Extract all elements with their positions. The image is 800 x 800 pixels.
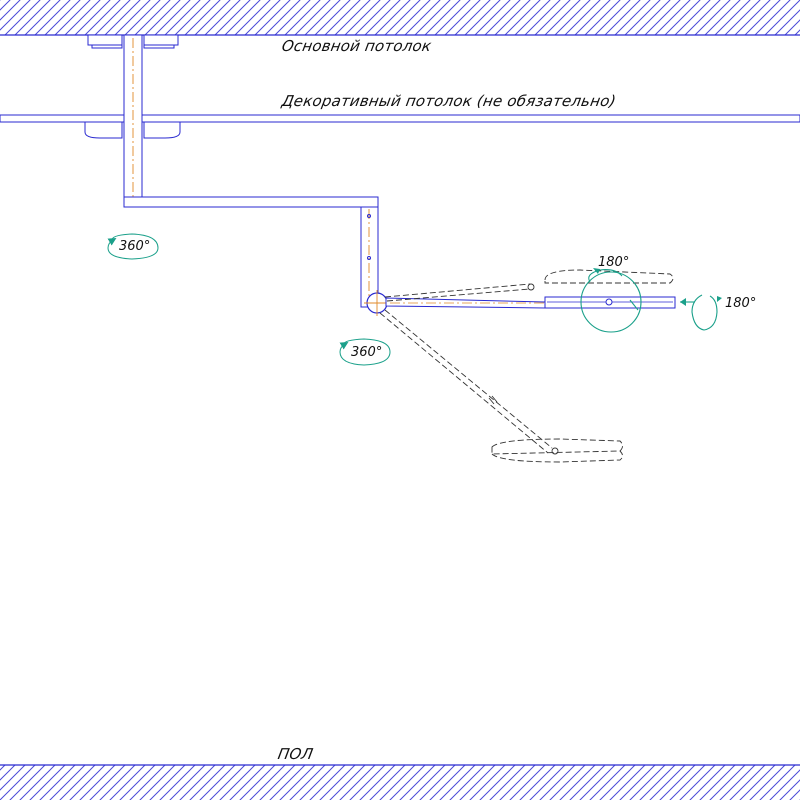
horizontal-arm	[123, 196, 379, 208]
lamp-arm-alt-down	[379, 309, 623, 463]
main-ceiling-label: Основной потолок	[280, 37, 433, 55]
head-tilt-rotation	[580, 268, 642, 333]
lamp-head-main	[544, 296, 676, 309]
canopy	[84, 121, 181, 139]
main-ceiling	[0, 0, 800, 36]
drop-arm	[360, 206, 379, 308]
joint-rotation-label: 360°	[351, 345, 383, 360]
ceiling-mount	[87, 34, 179, 49]
floor-label: ПОЛ	[276, 745, 315, 763]
decorative-ceiling	[0, 114, 800, 123]
head-tilt-top-label: 180°	[598, 255, 630, 270]
floor	[0, 764, 800, 800]
lamp-arm-alt-up	[384, 269, 674, 302]
mount-rotation-label: 360°	[119, 239, 151, 254]
mount-rotation-arrow	[107, 233, 159, 260]
decorative-ceiling-label: Декоративный потолок (не обязательно)	[280, 92, 618, 110]
head-side-rotation	[680, 294, 722, 331]
head-tilt-side-label: 180°	[725, 296, 757, 311]
vertical-column	[123, 34, 143, 198]
joint-rotation-arrow	[339, 338, 391, 366]
